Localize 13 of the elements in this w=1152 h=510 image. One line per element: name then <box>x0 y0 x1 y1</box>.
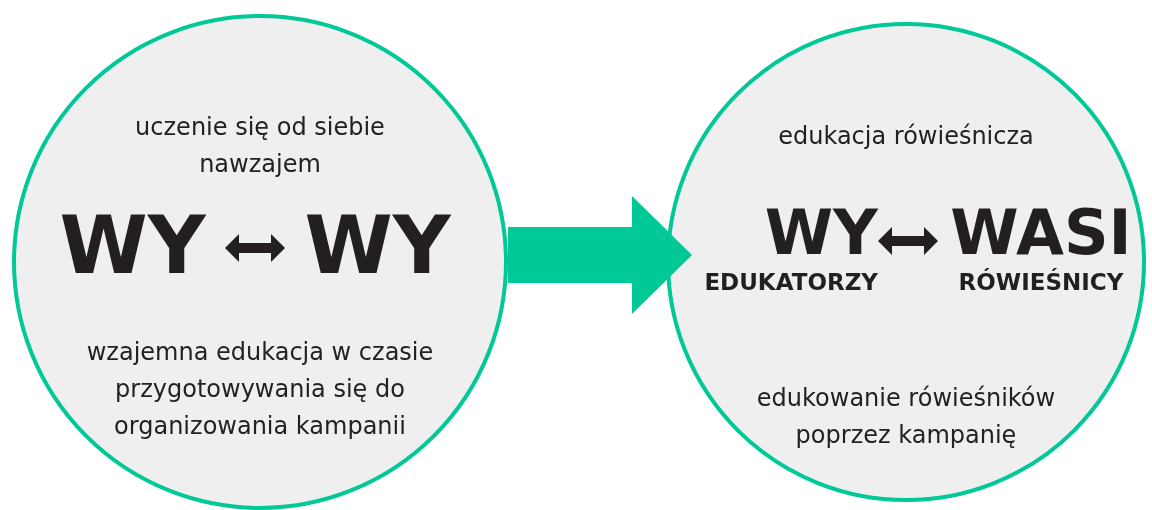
arrow <box>225 234 285 262</box>
role-label: RÓWIEŚNICY <box>958 268 1124 296</box>
description-text: edukowanie rówieśników poprzez kampanię <box>755 383 1057 451</box>
keyword-text: WASI <box>950 198 1132 268</box>
arrow <box>508 196 692 314</box>
keyword-text: WY <box>304 202 451 290</box>
description-text: edukacja rówieśnicza <box>777 121 1035 152</box>
role-label: EDUKATORZY <box>704 268 878 296</box>
keyword-text: WY <box>764 198 878 268</box>
arrow <box>878 227 938 255</box>
description-text: wzajemna edukacja w czasie przygotowywania się do organizowania kampanii <box>85 337 435 442</box>
keyword-text: WY <box>59 202 206 290</box>
description-text: uczenie się od siebie nawzajem <box>134 112 386 180</box>
